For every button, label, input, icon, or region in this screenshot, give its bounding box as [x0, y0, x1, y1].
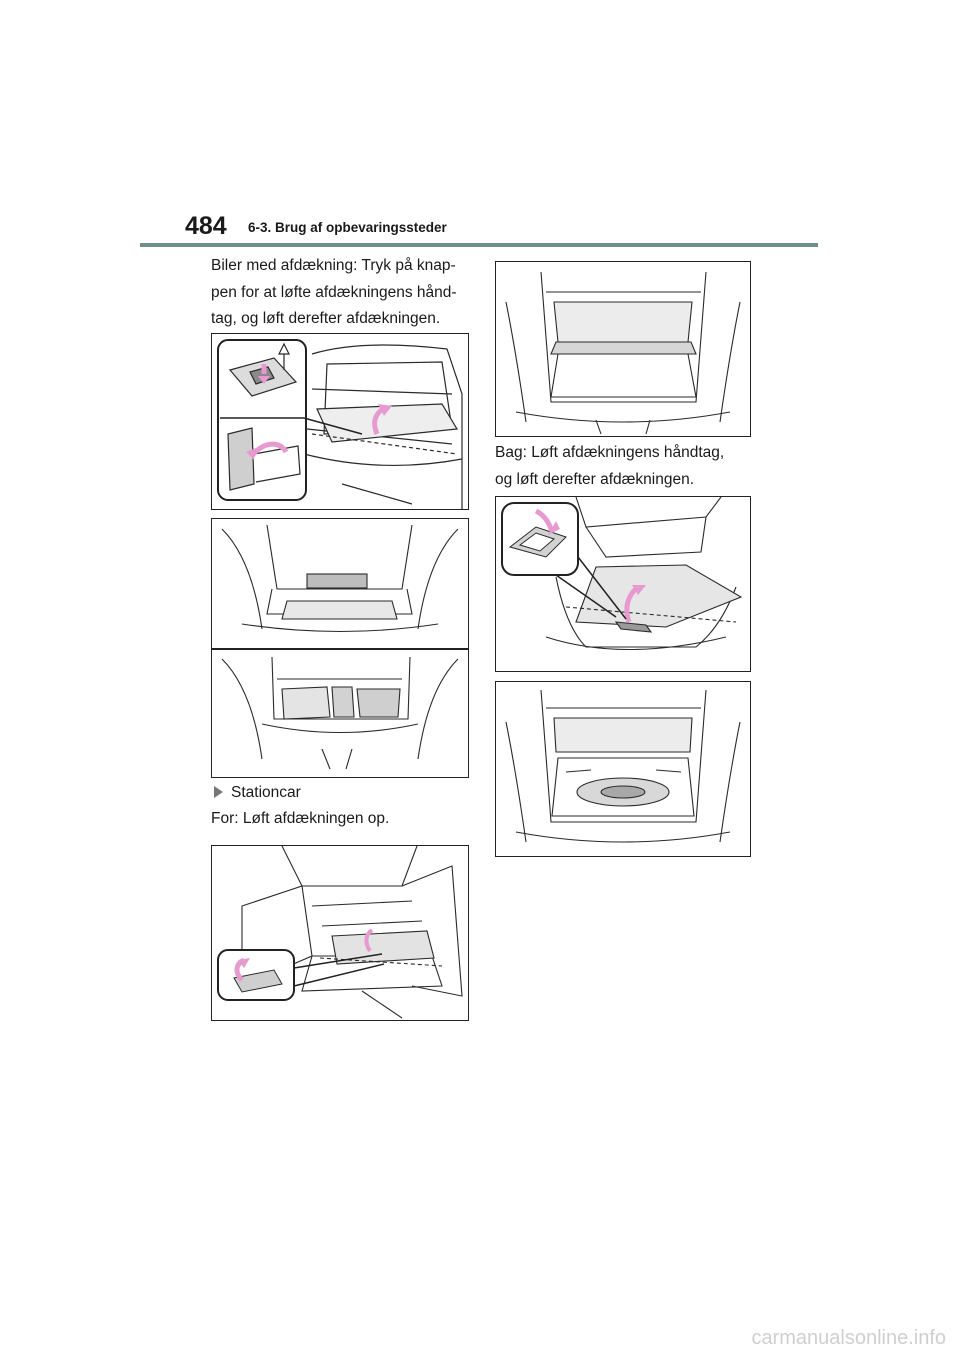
subheading-label: Stationcar	[231, 784, 301, 801]
watermark: carmanualsonline.info	[751, 1327, 946, 1349]
front-instruction: For: Løft afdækningen op.	[211, 810, 390, 827]
figure-trunk-compartments	[211, 518, 469, 778]
figure-stationcar-front-lift	[211, 845, 469, 1021]
figure-stationcar-underfloor	[495, 681, 751, 857]
figure-stationcar-rear-lift	[495, 496, 751, 672]
rear-instruction: Bag: Løft afdækningens håndtag, og løft …	[495, 444, 725, 488]
figure-cover-button-lift	[211, 333, 469, 510]
page-number: 484	[185, 212, 227, 240]
triangle-bullet-icon	[214, 786, 223, 798]
header-rule	[140, 243, 818, 247]
subheading-stationcar: Stationcar	[214, 782, 301, 804]
intro-paragraph: Biler med afdækning: Tryk på knap- pen f…	[211, 257, 457, 327]
section-title: 6-3. Brug af opbevaringssteder	[248, 220, 447, 235]
figure-stationcar-rear-trunk	[495, 261, 751, 437]
